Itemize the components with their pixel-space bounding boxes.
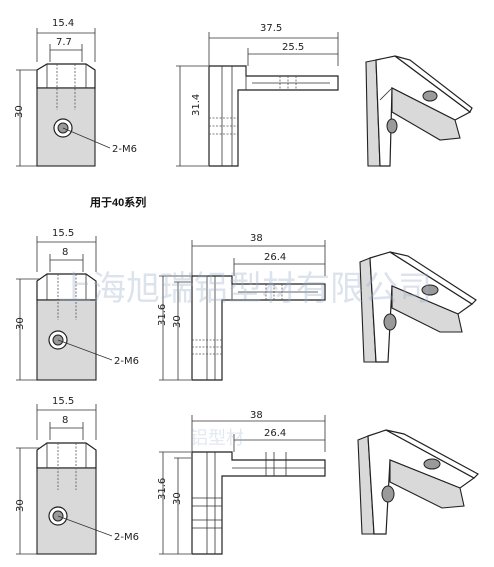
dim-side-width-1: 37.5: [260, 23, 282, 34]
row-1: 15.4 7.7 30 2-M6 37.5: [14, 18, 473, 167]
thread-label-1: 2-M6: [112, 144, 137, 155]
side-view-3: 38 26.4 31.6 30: [157, 410, 326, 555]
iso-hole-side-2: [383, 313, 397, 331]
thread-label-3: 2-M6: [114, 532, 139, 543]
dim-front-width-3: 15.5: [52, 396, 74, 407]
dim-side-height-1: 31.4: [191, 94, 202, 116]
iso-view-3: [357, 429, 479, 535]
iso-view-1: [365, 55, 473, 167]
dim-side-width-3: 38: [250, 410, 263, 421]
dim-front-width-2: 15.5: [52, 228, 74, 239]
dim-side-inner-2: 26.4: [264, 252, 286, 263]
side-view-1: 37.5 25.5 31.4: [176, 23, 339, 167]
iso-view-2: [359, 251, 477, 363]
dim-side-inner-1: 25.5: [282, 42, 304, 53]
dim-side-inner-height-2: 30: [172, 315, 183, 328]
dim-side-width-2: 38: [250, 233, 263, 244]
row-3: 15.5 8 30 2-M6 38: [15, 396, 479, 555]
iso-hole-top-1: [422, 90, 438, 102]
watermark-text: 上海旭瑞铝型材有限公司: [58, 269, 432, 309]
dim-front-height-2: 30: [15, 317, 26, 330]
front-view-3: 15.5 8 30 2-M6: [15, 396, 139, 555]
iso-hole-top-3: [423, 458, 441, 470]
group-title: 用于40系列: [90, 195, 146, 209]
row-2: 15.5 8 30 2-M6 38: [15, 228, 477, 381]
thread-label-2: 2-M6: [114, 356, 139, 367]
dim-side-height-3: 31.6: [157, 478, 168, 500]
dim-front-width-1: 15.4: [52, 18, 74, 29]
dim-side-inner-height-3: 30: [172, 492, 183, 505]
dim-front-slot-2: 8: [62, 247, 68, 258]
front-view-1: 15.4 7.7 30 2-M6: [14, 18, 137, 167]
watermark-text-partial: 铝型材: [190, 428, 244, 449]
dim-front-height-3: 30: [15, 499, 26, 512]
dim-front-height-1: 30: [14, 105, 25, 118]
iso-hole-side-1: [386, 118, 398, 134]
dim-front-slot-1: 7.7: [56, 37, 72, 48]
dim-side-height-2: 31.6: [157, 304, 168, 326]
dim-side-inner-3: 26.4: [264, 428, 286, 439]
side-view-2: 38 26.4 31.6 30: [157, 233, 326, 381]
front-view-2: 15.5 8 30 2-M6: [15, 228, 139, 381]
iso-hole-top-2: [421, 284, 439, 296]
dim-front-slot-3: 8: [62, 415, 68, 426]
iso-hole-side-3: [381, 485, 395, 503]
